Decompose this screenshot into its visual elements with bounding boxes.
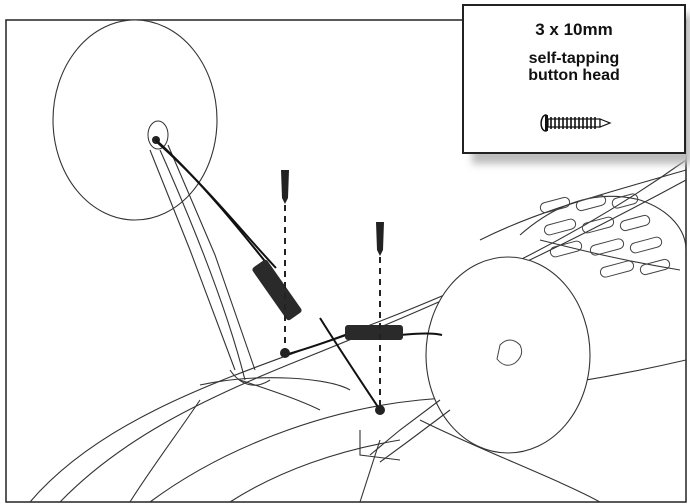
canopy (479, 169, 687, 271)
screw-left (281, 170, 289, 204)
screw-desc-line1: self-tapping (528, 50, 620, 67)
hub-detail (496, 339, 523, 366)
right-wheel (425, 256, 591, 454)
mount-hole-right (375, 405, 385, 415)
screw-icon (540, 114, 612, 132)
callout-box: 3 x 10mm self-tapping button head (462, 4, 686, 154)
right-strut (359, 399, 451, 463)
screw-right (376, 222, 384, 256)
left-strut (149, 144, 271, 386)
connector-1 (252, 259, 302, 321)
vent-slots (539, 193, 671, 278)
screw-description: self-tapping button head (464, 50, 684, 84)
left-wheel (52, 19, 218, 221)
screw-desc-line2: button head (528, 67, 620, 84)
screw-size-label: 3 x 10mm (535, 20, 613, 39)
mount-hole-left (280, 348, 290, 358)
connector-2 (345, 325, 403, 340)
